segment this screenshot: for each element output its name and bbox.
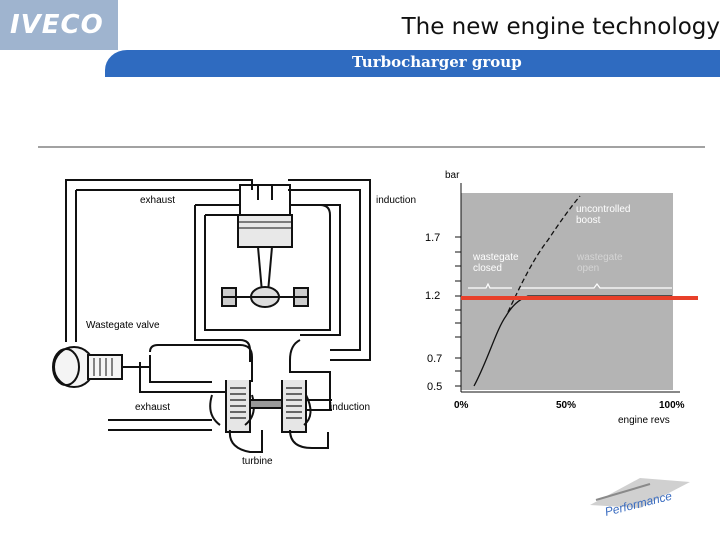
performance-logo: Performance — [590, 478, 690, 519]
piston — [237, 214, 293, 248]
chart-ylabel: bar — [445, 170, 460, 181]
ytick-0-5: 0.5 — [427, 381, 442, 393]
wastegate-valve — [52, 346, 150, 388]
connecting-rod — [257, 246, 273, 293]
induction-to-compressor — [289, 339, 331, 410]
label-wastegate-valve: Wastegate valve — [86, 320, 160, 331]
subtitle-bar — [105, 50, 720, 77]
ytick-1-2: 1.2 — [425, 290, 440, 302]
logo-area: IVECO — [0, 0, 118, 50]
label-exhaust-top: exhaust — [140, 195, 175, 206]
bracket-wastegate-closed — [468, 282, 512, 289]
exhaust-manifold — [149, 344, 253, 382]
header-bar: IVECO The new engine technology — [0, 0, 720, 50]
annotation-wastegate-open: wastegate open — [577, 252, 623, 274]
xtick-50: 50% — [556, 400, 576, 411]
xtick-0: 0% — [454, 400, 469, 411]
iveco-logo: IVECO — [10, 10, 104, 40]
ytick-0-7: 0.7 — [427, 353, 442, 365]
engine-schematic — [52, 179, 371, 453]
exhaust-pipe-left — [65, 190, 77, 342]
label-turbine: turbine — [242, 456, 273, 467]
annotation-uncontrolled-boost: uncontrolled boost — [576, 204, 630, 226]
turbo-shaft — [249, 399, 283, 409]
induction-inlet — [306, 399, 332, 411]
annotation-wastegate-closed: wastegate closed — [473, 252, 519, 274]
boost-chart — [455, 183, 698, 393]
bracket-wastegate-open — [520, 283, 672, 289]
page-subtitle: Turbocharger group — [352, 53, 522, 71]
label-induction-top: induction — [376, 195, 416, 206]
chart-plot-area — [461, 193, 673, 390]
chart-xlabel: engine revs — [618, 415, 670, 426]
boost-curve-uncontrolled — [507, 195, 581, 313]
xtick-100: 100% — [659, 400, 685, 411]
page-title: The new engine technology — [401, 14, 720, 40]
label-induction-bottom: induction — [330, 402, 370, 413]
ytick-1-7: 1.7 — [425, 232, 440, 244]
y-minor-ticks — [455, 236, 461, 387]
label-exhaust-bottom: exhaust — [135, 402, 170, 413]
exhaust-outlet — [108, 419, 212, 431]
induction-pipe-outer — [288, 179, 371, 361]
